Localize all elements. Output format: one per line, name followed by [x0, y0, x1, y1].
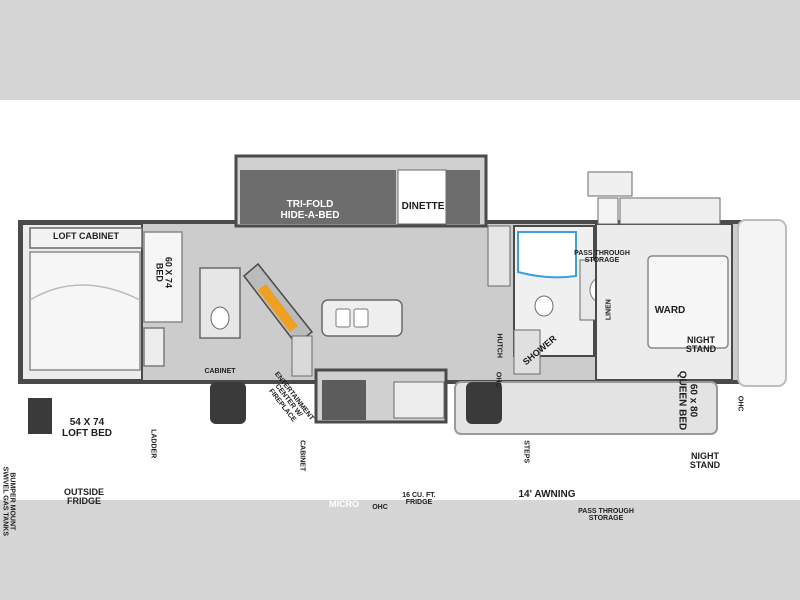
- outside-fridge-label: OUTSIDE FRIDGE: [63, 487, 104, 507]
- micro-label: MICRO: [329, 499, 359, 509]
- fireplace-flame: [258, 284, 298, 332]
- awning-label: 14' AWNING: [518, 489, 576, 500]
- tri-fold-label: TRI-FOLD HIDE-A-BED: [280, 199, 340, 221]
- fridge-16-label: 16 CU. FT. FRIDGE: [402, 492, 436, 507]
- outside-fridge-box: [28, 398, 52, 434]
- steps-label: STEPS: [522, 440, 530, 464]
- floorplan: TRI-FOLD HIDE-A-BED DINETTE LOFT CABINET…: [0, 100, 800, 536]
- floorplan-drawing: [18, 154, 787, 435]
- wheel-right: [466, 382, 502, 424]
- shower-enclosure: [517, 231, 577, 279]
- pass-through-bottom-label: PASS THROUGH STORAGE: [578, 508, 634, 523]
- sink-left: [335, 308, 351, 328]
- loft-bed-label: 54 X 74 LOFT BED: [62, 417, 112, 439]
- front-cap: [737, 219, 787, 387]
- cabinet-galley-shape: [291, 335, 313, 377]
- pass-through-top-box: [587, 171, 633, 197]
- ohc-galley-label: OHC: [372, 504, 388, 511]
- wheel-left: [210, 382, 246, 424]
- fridge-box: [393, 381, 445, 419]
- night-stand-top-label: NIGHT STAND: [685, 335, 717, 355]
- ohc-bedroom-label: OHC: [736, 395, 744, 412]
- hutch-box: [487, 225, 511, 287]
- ladder: [143, 327, 165, 367]
- bed-60x74: [143, 231, 183, 323]
- bed-60x74-label: 60 X 74 BED: [154, 256, 174, 288]
- ohc-hutch-label: OHC: [494, 371, 502, 388]
- cabinet-left-label: CABINET: [204, 368, 236, 375]
- night-stand-bottom-label: NIGHT STAND: [689, 451, 721, 471]
- dinette-label: DINETTE: [401, 201, 445, 212]
- ward-label: WARD: [654, 305, 686, 316]
- awning-area: [454, 381, 718, 435]
- dinette-table: [397, 169, 447, 225]
- cabinet-galley-label: CABINET: [298, 440, 306, 472]
- loft-cabinet-label: LOFT CABINET: [53, 231, 119, 241]
- bumper-mount-label: BUMPER MOUNT SWIVEL GAS TANKS: [1, 466, 16, 537]
- loft-bed-fold: [29, 284, 141, 301]
- loft-bed-shape: [29, 251, 141, 371]
- sink-right: [353, 308, 369, 328]
- hutch-label: HUTCH: [495, 333, 503, 358]
- queen-bed-label: 60 x 80 QUEEN BED: [677, 370, 699, 431]
- loft-cabinet: [29, 227, 143, 249]
- sofa: [240, 170, 396, 224]
- linen-label: LINEN: [605, 299, 613, 321]
- ward-box: [619, 197, 721, 225]
- toilet-left: [210, 306, 230, 330]
- steps: [513, 329, 541, 375]
- pass-through-top-label: PASS THROUGH STORAGE: [574, 250, 630, 265]
- ladder-label: LADDER: [149, 429, 157, 459]
- dinette-bench: [446, 170, 480, 224]
- queen-bed: [647, 255, 729, 349]
- toilet-right: [534, 295, 554, 317]
- linen-box: [597, 197, 619, 225]
- micro-box: [322, 380, 366, 420]
